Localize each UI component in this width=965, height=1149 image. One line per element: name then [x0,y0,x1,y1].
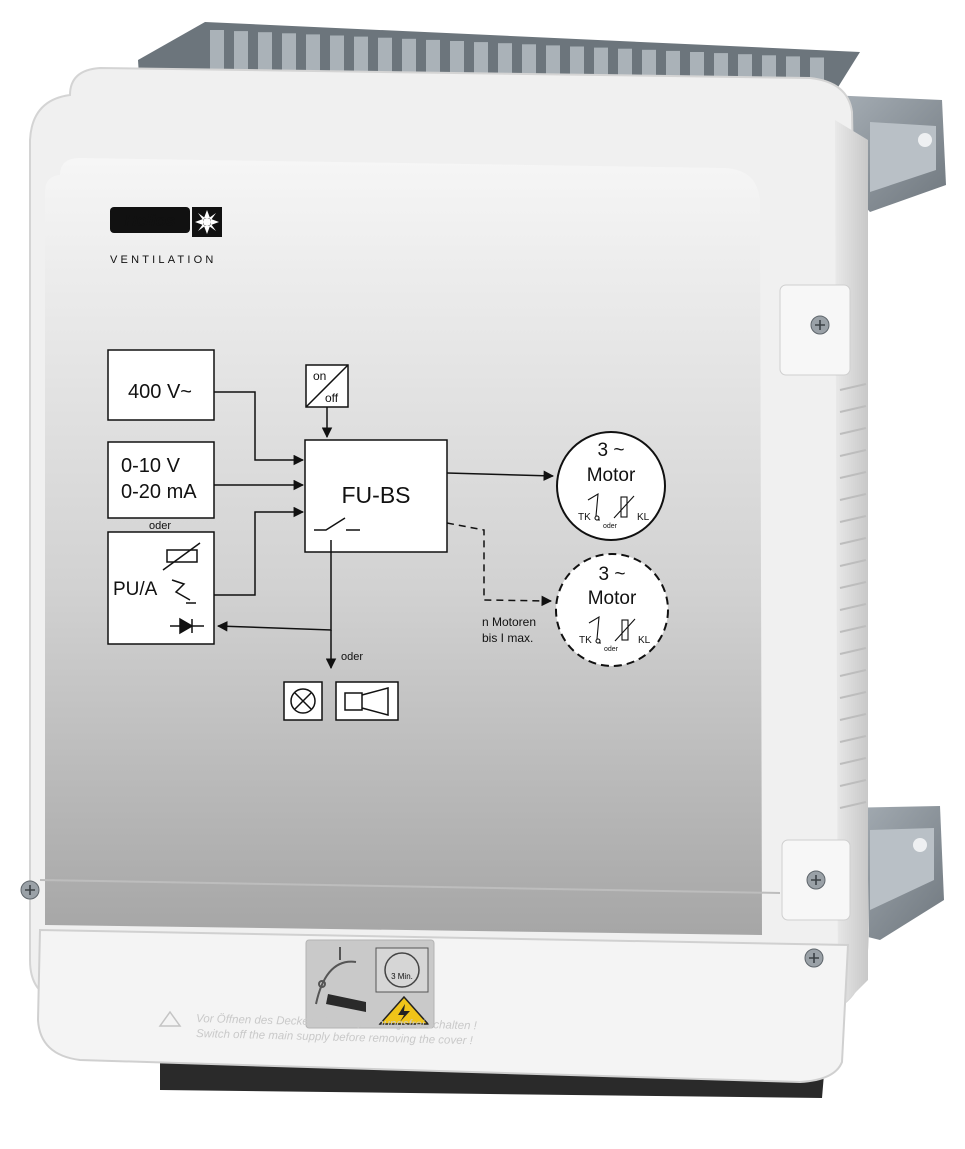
motor-secondary-sensors-icon [588,615,636,644]
motor-count-note-line2: bis I max. [482,631,533,645]
motor-secondary-oder: oder [604,646,619,653]
fan-blades-icon [195,210,219,234]
thermal-contact-icon [171,579,196,604]
housing-rib [839,383,867,391]
housing-rib [839,801,867,809]
bracket-hole [918,133,932,147]
housing-rib [839,669,867,677]
switch-off-label: off [325,391,339,405]
motor-primary-phase: 3 ~ [598,440,625,461]
main-switch-plate: 3 Min. [305,939,435,1029]
motor-count-note-line1: n Motoren [482,615,536,629]
motor-secondary-circle [555,553,669,667]
switch-off-mark [318,980,326,988]
sensor-input-label: PU/A [113,579,158,600]
housing-rib [839,515,867,523]
housing-rib [839,735,867,743]
motor-primary-oder: oder [603,523,618,530]
housing-rib [839,581,867,589]
motor-secondary-tk: TK [579,635,592,646]
diagram-labels: 400 V~ 0-10 V 0-20 mA oder PU/A on off F… [113,369,651,663]
brand-tagline: VENTILATION [110,254,217,266]
wire-sensor [214,506,305,596]
lamp-icon [290,688,316,714]
wire-motor-primary [446,470,555,481]
motor-primary-tk: TK [578,512,591,523]
screw-slot [809,953,819,963]
housing-rib [839,779,867,787]
housing-rib [839,713,867,721]
signal-input-box [107,441,215,519]
housing-rib [839,471,867,479]
wire-motor-secondary [446,522,553,607]
timer-clock-icon [384,952,420,988]
timer-label: 3 Min. [391,972,413,981]
screw-slot [25,885,35,895]
motor-secondary-phase: 3 ~ [599,564,626,585]
diode-icon [170,617,204,635]
housing-rib [839,449,867,457]
motor-primary-kl: KL [637,512,650,523]
housing-rib [839,493,867,501]
wiring-diagram [107,349,669,721]
housing-rib [839,757,867,765]
signal-input-line2: 0-20 mA [121,481,197,503]
wire-power [214,391,305,466]
main-switch-knob[interactable] [315,947,366,1012]
motor-secondary-kl: KL [638,635,651,646]
switch-diagonal [305,364,349,408]
screw-slot [815,320,825,330]
controller-box [304,439,448,553]
power-input-label: 400 V~ [128,381,192,403]
housing-rib [839,647,867,655]
housing-rib [839,405,867,413]
switch-lever [326,994,366,1012]
controller-label: FU-BS [342,482,411,508]
power-input-box [107,349,215,421]
screw-slot [811,875,821,885]
horn-icon [344,687,389,716]
warning-triangle-icon [158,1010,182,1027]
housing-rib [839,691,867,699]
motor-secondary-label: Motor [588,588,637,609]
oder-label-signal: oder [149,520,171,532]
brand-logo: Helios [110,207,222,237]
housing-rib [839,625,867,633]
thermistor-icon [162,542,201,571]
oder-label-output: oder [341,651,363,663]
logo-text: Helios [124,211,175,230]
lightning-icon [398,1004,410,1022]
panel-seam [39,879,781,894]
signal-input-line1: 0-10 V [121,455,181,477]
motor-primary-sensors-icon [587,492,635,521]
switch-on-label: on [313,369,326,383]
motor-primary-label: Motor [587,465,636,486]
bracket-hole [913,838,927,852]
housing-rib [839,559,867,567]
housing-rib [839,537,867,545]
housing-rib [839,427,867,435]
relay-contact-icon [314,517,360,531]
timer-box [375,947,429,993]
motor-primary-circle [556,431,666,541]
housing-rib [839,603,867,611]
